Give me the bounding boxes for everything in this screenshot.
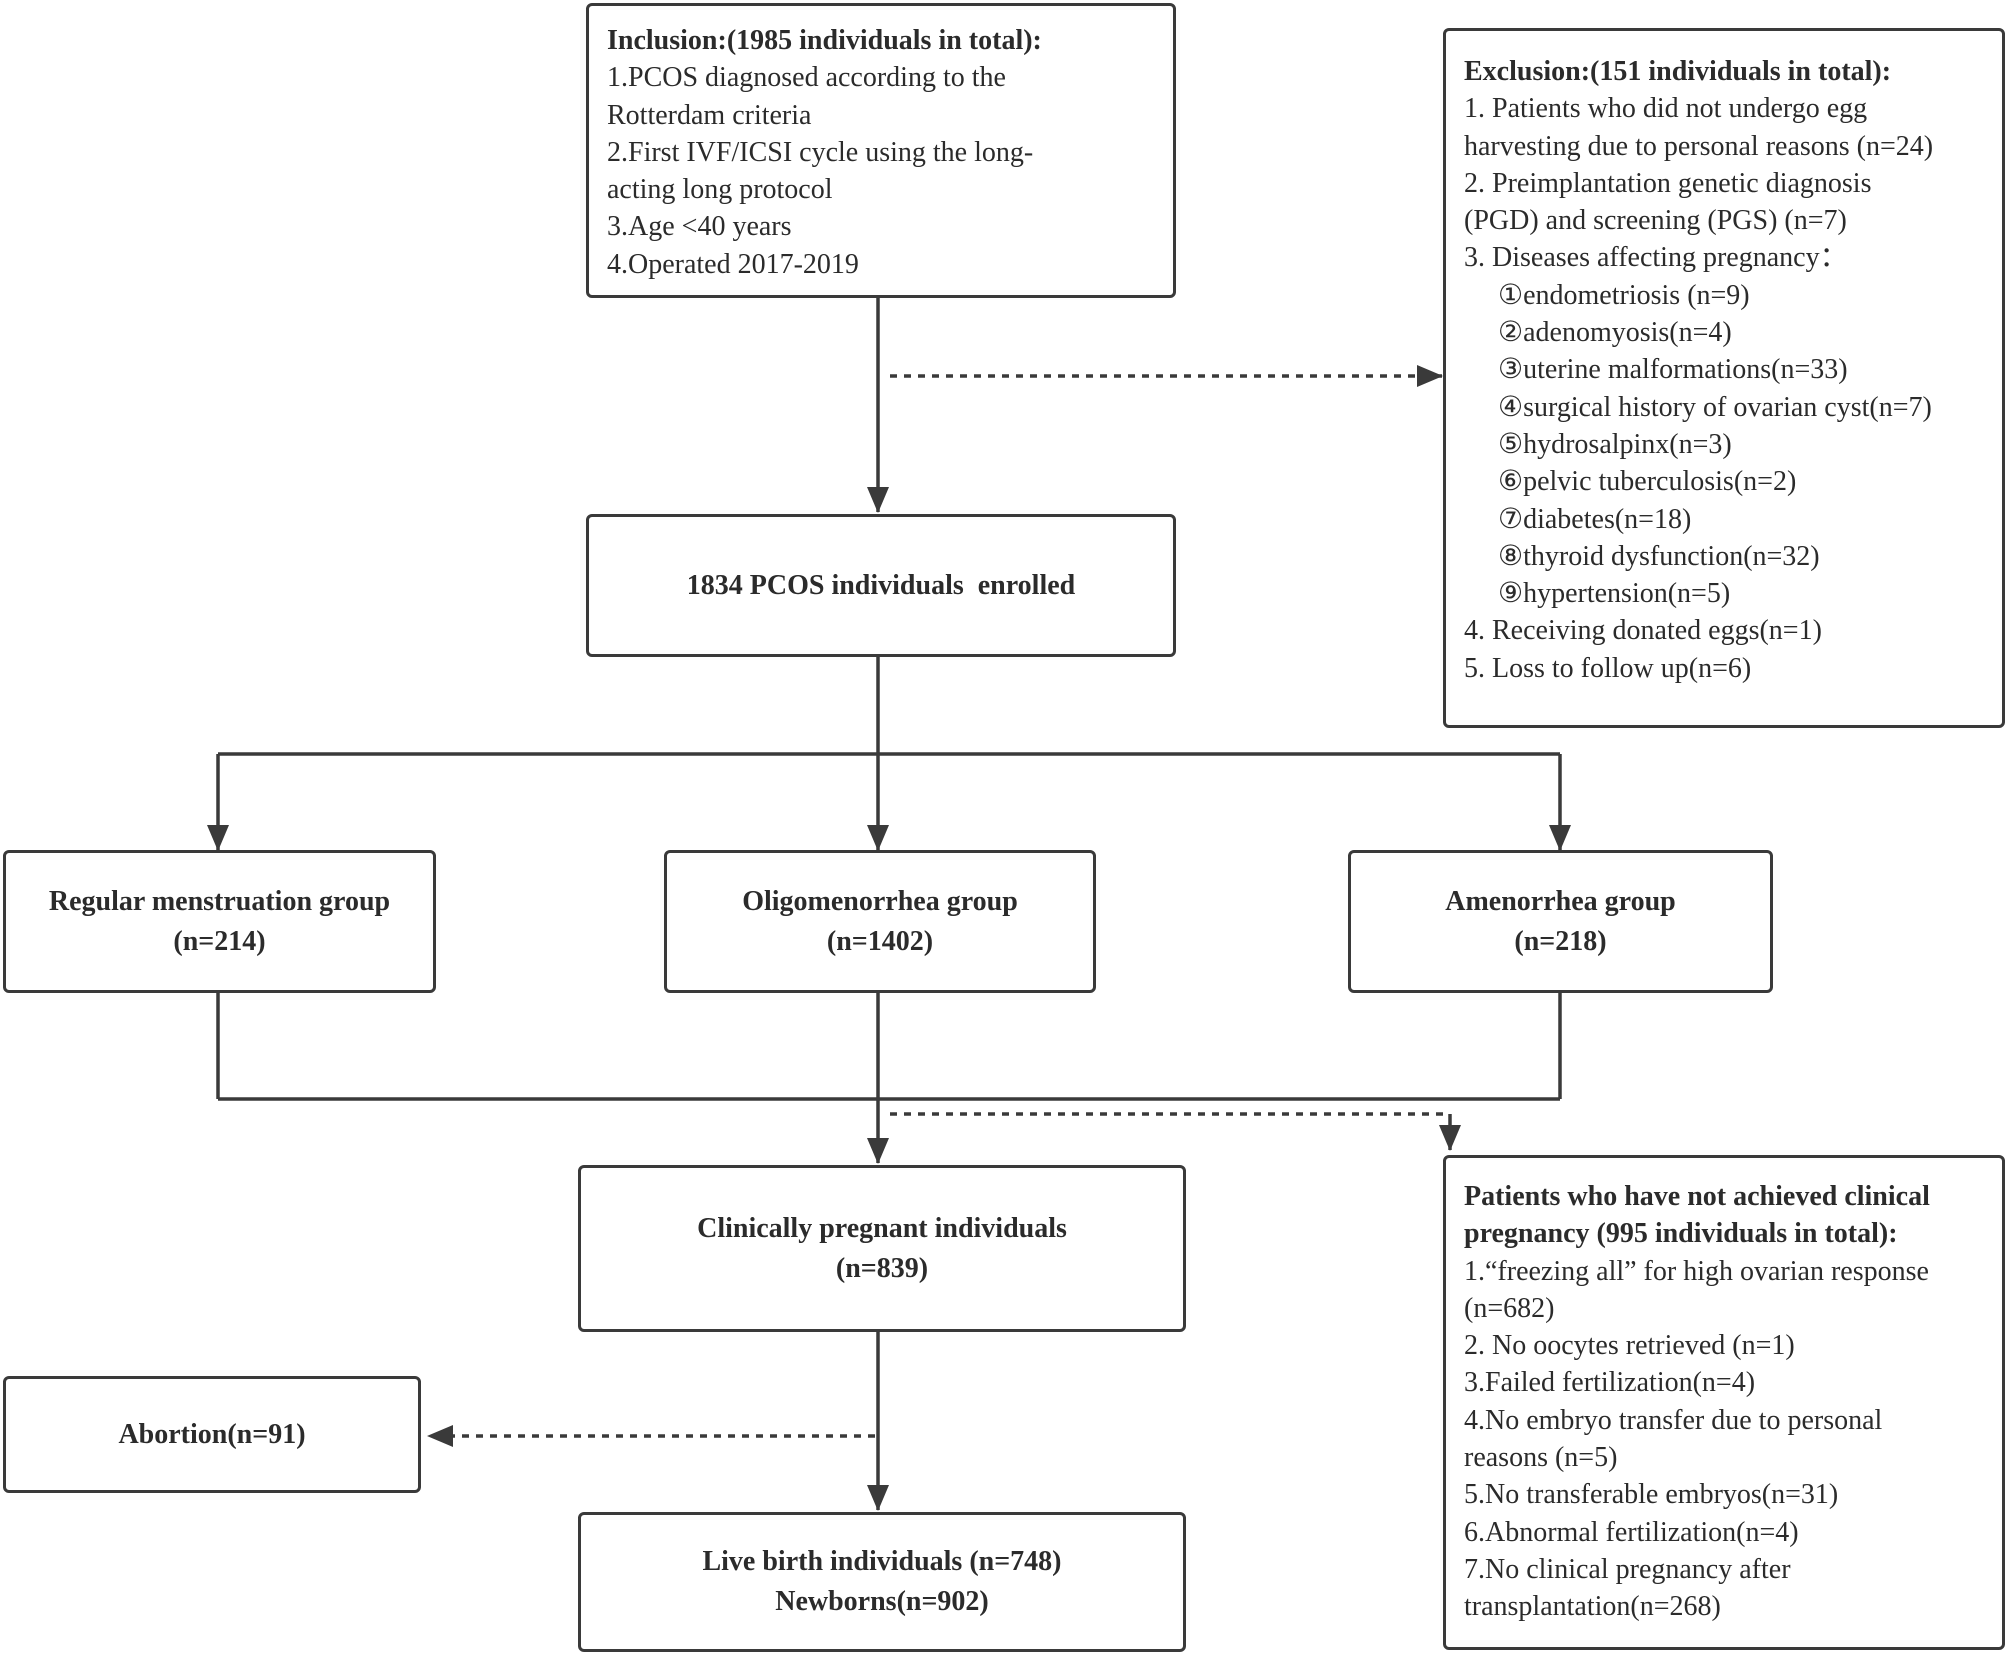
- inclusion-box: Inclusion:(1985 individuals in total): 1…: [586, 3, 1176, 298]
- not-pregnant-item: 4.No embryo transfer due to personal: [1464, 1404, 1883, 1436]
- not-pregnant-box: Patients who have not achieved clinical …: [1443, 1155, 2005, 1650]
- exclusion-item: 2. Preimplantation genetic diagnosis: [1464, 167, 1872, 199]
- group-oligomenorrhea-box: Oligomenorrhea group (n=1402): [664, 850, 1096, 993]
- not-pregnant-item: 1.“freezing all” for high ovarian respon…: [1464, 1255, 1929, 1287]
- inclusion-item: 4.Operated 2017-2019: [607, 248, 859, 280]
- exclusion-title: Exclusion:(151 individuals in total):: [1464, 56, 1892, 87]
- group-name: Amenorrhea group: [1445, 885, 1676, 917]
- inclusion-item: 3.Age <40 years: [607, 211, 792, 243]
- exclusion-subitem: ⑨hypertension(n=5): [1498, 578, 1731, 610]
- exclusion-item: 4. Receiving donated eggs(n=1): [1464, 615, 1822, 647]
- enrolled-box: 1834 PCOS individuals enrolled: [586, 514, 1176, 657]
- not-pregnant-item: 7.No clinical pregnancy after: [1464, 1553, 1791, 1585]
- live-birth-box: Live birth individuals (n=748) Newborns(…: [578, 1512, 1186, 1652]
- not-pregnant-item: 5.No transferable embryos(n=31): [1464, 1479, 1839, 1511]
- exclusion-subitem: ⑤hydrosalpinx(n=3): [1498, 428, 1732, 460]
- not-pregnant-title: pregnancy (995 individuals in total):: [1464, 1218, 1898, 1250]
- inclusion-title: Inclusion:(1985 individuals in total):: [607, 25, 1042, 56]
- exclusion-subitem: ③uterine malformations(n=33): [1498, 354, 1848, 386]
- exclusion-item: 3. Diseases affecting pregnancy：: [1464, 242, 1848, 274]
- live-birth-line1: Live birth individuals (n=748): [702, 1546, 1062, 1577]
- not-pregnant-item: 2. No oocytes retrieved (n=1): [1464, 1330, 1795, 1362]
- exclusion-item: (PGD) and screening (PGS) (n=7): [1464, 205, 1847, 237]
- not-pregnant-item: 6.Abnormal fertilization(n=4): [1464, 1516, 1799, 1548]
- not-pregnant-title: Patients who have not achieved clinical: [1464, 1181, 1930, 1212]
- abortion-box: Abortion(n=91): [3, 1376, 421, 1493]
- exclusion-subitem: ④surgical history of ovarian cyst(n=7): [1498, 391, 1932, 423]
- inclusion-item: acting long protocol: [607, 174, 833, 206]
- exclusion-item: 5. Loss to follow up(n=6): [1464, 652, 1752, 684]
- exclusion-item: 1. Patients who did not undergo egg: [1464, 93, 1868, 125]
- inclusion-item: Rotterdam criteria: [607, 99, 812, 131]
- group-count: (n=1402): [826, 925, 934, 957]
- exclusion-subitem: ①endometriosis (n=9): [1498, 279, 1750, 311]
- inclusion-item: 1.PCOS diagnosed according to the: [607, 62, 1006, 94]
- live-birth-line2: Newborns(n=902): [775, 1586, 989, 1617]
- not-pregnant-item: transplantation(n=268): [1464, 1591, 1721, 1623]
- inclusion-item: 2.First IVF/ICSI cycle using the long-: [607, 136, 1034, 168]
- not-pregnant-item: reasons (n=5): [1464, 1442, 1618, 1474]
- group-regular-box: Regular menstruation group (n=214): [3, 850, 436, 993]
- group-name: Oligomenorrhea group: [742, 885, 1018, 917]
- group-amenorrhea-box: Amenorrhea group (n=218): [1348, 850, 1773, 993]
- exclusion-box: Exclusion:(151 individuals in total): 1.…: [1443, 28, 2005, 728]
- enrolled-label: 1834 PCOS individuals enrolled: [686, 569, 1076, 601]
- group-count: (n=214): [173, 925, 266, 957]
- not-pregnant-item: (n=682): [1464, 1292, 1555, 1324]
- group-count: (n=218): [1514, 925, 1607, 957]
- exclusion-subitem: ②adenomyosis(n=4): [1498, 317, 1732, 349]
- exclusion-subitem: ⑦diabetes(n=18): [1498, 503, 1692, 535]
- pregnant-count: (n=839): [835, 1252, 929, 1284]
- exclusion-item: harvesting due to personal reasons (n=24…: [1464, 130, 1934, 162]
- pregnant-box: Clinically pregnant individuals (n=839): [578, 1165, 1186, 1332]
- abortion-label: Abortion(n=91): [118, 1418, 306, 1450]
- group-name: Regular menstruation group: [48, 885, 391, 917]
- pregnant-name: Clinically pregnant individuals: [697, 1212, 1067, 1244]
- not-pregnant-item: 3.Failed fertilization(n=4): [1464, 1367, 1756, 1399]
- exclusion-subitem: ⑧thyroid dysfunction(n=32): [1498, 540, 1820, 572]
- exclusion-subitem: ⑥pelvic tuberculosis(n=2): [1498, 466, 1797, 498]
